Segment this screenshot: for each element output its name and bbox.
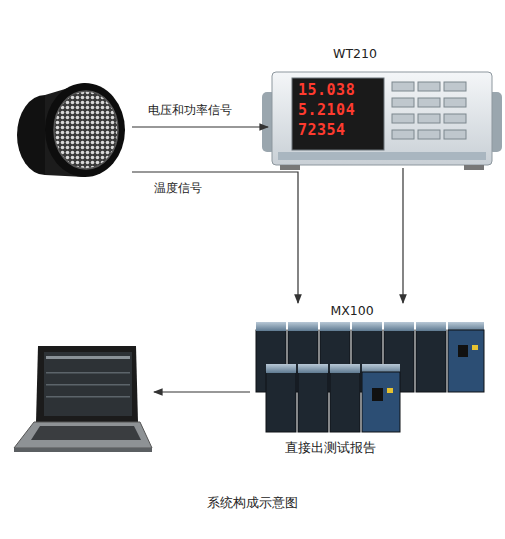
signal-arrow (132, 172, 298, 303)
lamp-node (14, 84, 132, 184)
device-node: MX100 直接出测试报告 (250, 303, 490, 459)
device-label: WT210 (308, 46, 402, 61)
signal-arrow (154, 391, 250, 392)
signal-label: 温度信号 (152, 181, 204, 196)
signal-label: 电压和功率信号 (146, 103, 234, 118)
display-readout: 5.2104 (298, 101, 368, 119)
figure-caption: 系统构成示意图 (0, 495, 505, 511)
device-node: WT210 15.038 5.2104 72354 (268, 46, 496, 168)
laptop-node (8, 343, 154, 455)
display-readout: 15.038 (298, 81, 368, 99)
signal-arrow (132, 126, 268, 127)
display-readout: 72354 (298, 121, 368, 139)
device-label: MX100 (312, 303, 392, 318)
wt210-meter (262, 72, 502, 170)
laptop (14, 346, 152, 452)
device-label: 直接出测试报告 (260, 440, 400, 455)
led-lamp (17, 83, 125, 177)
mx100-recorder (256, 322, 484, 432)
signal-arrow (402, 168, 403, 303)
